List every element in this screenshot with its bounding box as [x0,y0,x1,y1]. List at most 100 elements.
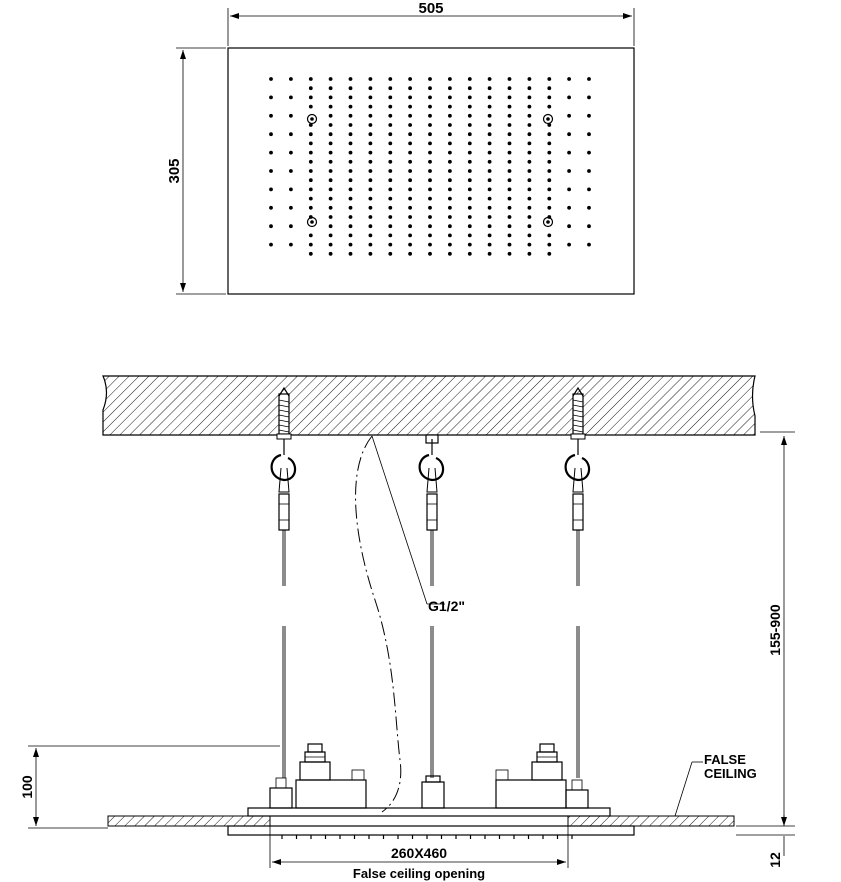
nozzle-dot [507,196,512,201]
nozzle-dot [348,123,353,127]
nozzle-dot [289,77,293,81]
nozzle-dot [487,215,492,219]
nozzle-dot [507,233,512,238]
nozzle-dot [428,132,432,137]
nozzle-dot [368,141,373,146]
nozzle-dot [448,159,452,164]
nozzle-dot [547,169,552,173]
nozzle-dot [448,178,452,183]
nozzle-dot [428,224,432,229]
nozzle-dot [547,150,552,155]
nozzle-dot [448,77,452,81]
fixing-point-icon [306,216,318,228]
nozzle-dot [507,159,512,164]
nozzle-dot [289,224,293,229]
nozzle-dot [467,187,472,192]
nozzle-dot [348,215,353,219]
nozzle-dot [428,178,432,183]
opening-dimension-label: 260X460 [391,845,447,861]
nozzle-dot [448,215,452,219]
shower-body [227,743,635,839]
nozzle-dot [388,242,393,247]
nozzle-dot [348,104,353,109]
nozzle-dot [388,113,393,118]
nozzle-dot [467,196,472,201]
nozzle-dot [587,77,591,81]
nozzle-dot [567,242,571,247]
nozzle-dot [408,113,412,118]
nozzle-dot [467,169,472,173]
width-dimension-label: 505 [418,0,443,17]
nozzle-dot [348,86,353,91]
nozzle-dot [368,187,373,192]
nozzle-dot [467,86,472,91]
nozzle-dot [587,205,591,210]
hanger-assemblies [270,386,591,778]
nozzle-dot [289,205,293,210]
nozzle-dot [269,169,273,173]
nozzle-dot [408,169,412,173]
nozzle-dot [328,132,333,137]
nozzle-dot [467,215,472,219]
nozzle-dot [547,77,552,81]
nozzle-dot [388,251,393,256]
nozzle-dot [527,95,532,100]
drop-dimension: 155-900 [760,431,795,826]
nozzle-dot [308,205,313,210]
nozzle-dot [289,132,293,137]
nozzle-dot [547,242,552,247]
nozzle-dot [587,242,591,247]
nozzle-dot [408,251,412,256]
fixing-point-center [310,220,314,224]
nozzle-dot [348,141,353,146]
nozzle-dot [328,215,333,219]
nozzle-dot [289,169,293,173]
nozzle-dot [428,113,432,118]
nozzle-dot [487,187,492,192]
nozzle-dot [527,77,532,81]
nozzle-dot [448,169,452,173]
right-housing [495,779,567,809]
left-height-dimension-label: 100 [19,775,35,799]
nozzle-dot [308,187,313,192]
nozzle-dot [269,242,273,247]
false-ceiling-label-line1: FALSE [704,752,746,767]
nozzle-dot [269,77,273,81]
nozzle-dot [487,86,492,91]
nozzle-dot [348,95,353,100]
nozzle-dot [408,132,412,137]
nozzle-dot [448,251,452,256]
nozzle-dot [348,187,353,192]
nozzle-dot [487,104,492,109]
nozzle-dot [467,251,472,256]
nozzle-dot [507,169,512,173]
nozzle-dot [308,86,313,91]
nozzle-dot [328,77,333,81]
mounting-plate [247,807,611,817]
nozzle-dot [388,141,393,146]
nozzle-dot [428,159,432,164]
nozzle-dot [328,205,333,210]
nozzle-dot [368,150,373,155]
nozzle-dot [567,150,571,155]
nozzle-dot [487,178,492,183]
nozzle-dot [527,196,532,201]
side-view: G1/2" 155-900 100 [19,375,795,881]
nozzle-dot [388,95,393,100]
nozzle-dot [408,159,412,164]
nozzle-dot [328,242,333,247]
nozzle-dot [507,187,512,192]
nozzle-dot [487,150,492,155]
nozzle-dot [587,132,591,137]
nozzle-dot [328,86,333,91]
nozzle-dot [527,224,532,229]
nozzle-dot [507,150,512,155]
nozzle-dot [348,251,353,256]
nozzle-dot [527,251,532,256]
nozzle-dot [308,233,313,238]
nozzle-dot [408,233,412,238]
nozzle-dot [308,169,313,173]
nozzle-dot [467,224,472,229]
nozzle-dot [448,104,452,109]
